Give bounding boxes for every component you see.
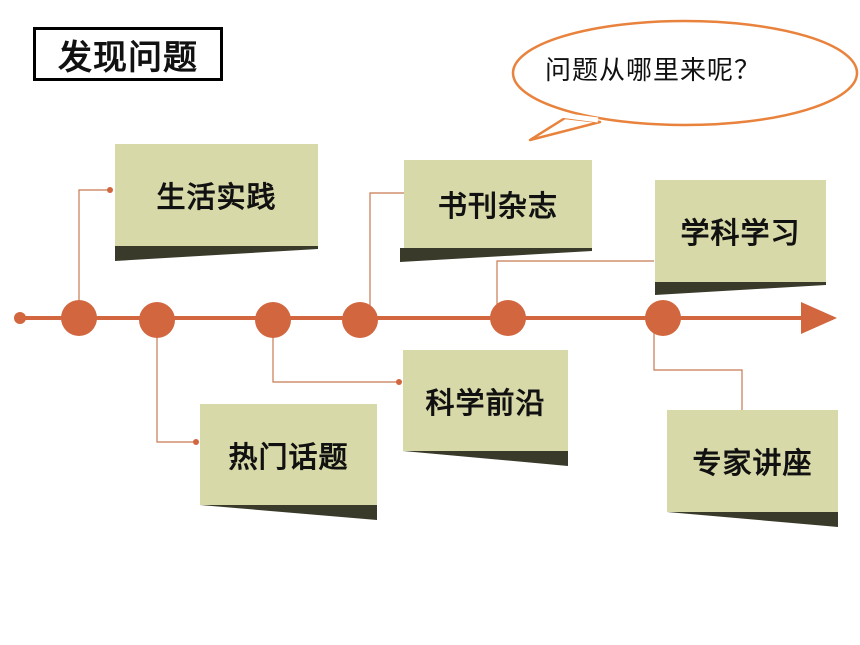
connector-line <box>369 192 404 318</box>
timeline-nodes <box>61 300 681 338</box>
timeline-node <box>61 300 97 336</box>
timeline-node <box>645 300 681 336</box>
connector-dot <box>107 187 113 193</box>
card-shadow <box>200 505 377 520</box>
card-shadows <box>115 246 838 527</box>
bubble-question: 问题从哪里来呢？ <box>545 56 762 86</box>
card-expert-lecture: 专家讲座 <box>667 410 838 512</box>
card-science-frontier: 科学前沿 <box>403 350 568 451</box>
timeline-node <box>255 302 291 338</box>
card-books-magazines: 书刊杂志 <box>404 160 592 248</box>
timeline-start-dot <box>14 312 26 324</box>
card-shadow <box>655 282 826 295</box>
connector-line <box>156 320 196 443</box>
connector-dot <box>396 379 402 385</box>
timeline-node <box>139 302 175 338</box>
connector-dot <box>193 439 199 445</box>
connector-line <box>496 260 654 318</box>
card-subject-study: 学科学习 <box>655 180 826 282</box>
card-life-practice: 生活实践 <box>115 144 318 246</box>
timeline-node <box>342 302 378 338</box>
connector-line <box>653 318 743 410</box>
connector-line <box>78 189 110 317</box>
connector-line <box>272 320 399 383</box>
card-shadow <box>403 451 568 466</box>
card-shadow <box>115 246 318 261</box>
connector-dots <box>107 187 402 445</box>
connector-lines <box>78 189 743 443</box>
timeline-node <box>490 300 526 336</box>
card-shadow <box>667 512 838 527</box>
card-shadow <box>400 248 592 262</box>
card-hot-topics: 热门话题 <box>200 404 377 505</box>
page-title: 发现问题 <box>33 27 223 81</box>
speech-bubble <box>511 19 859 142</box>
